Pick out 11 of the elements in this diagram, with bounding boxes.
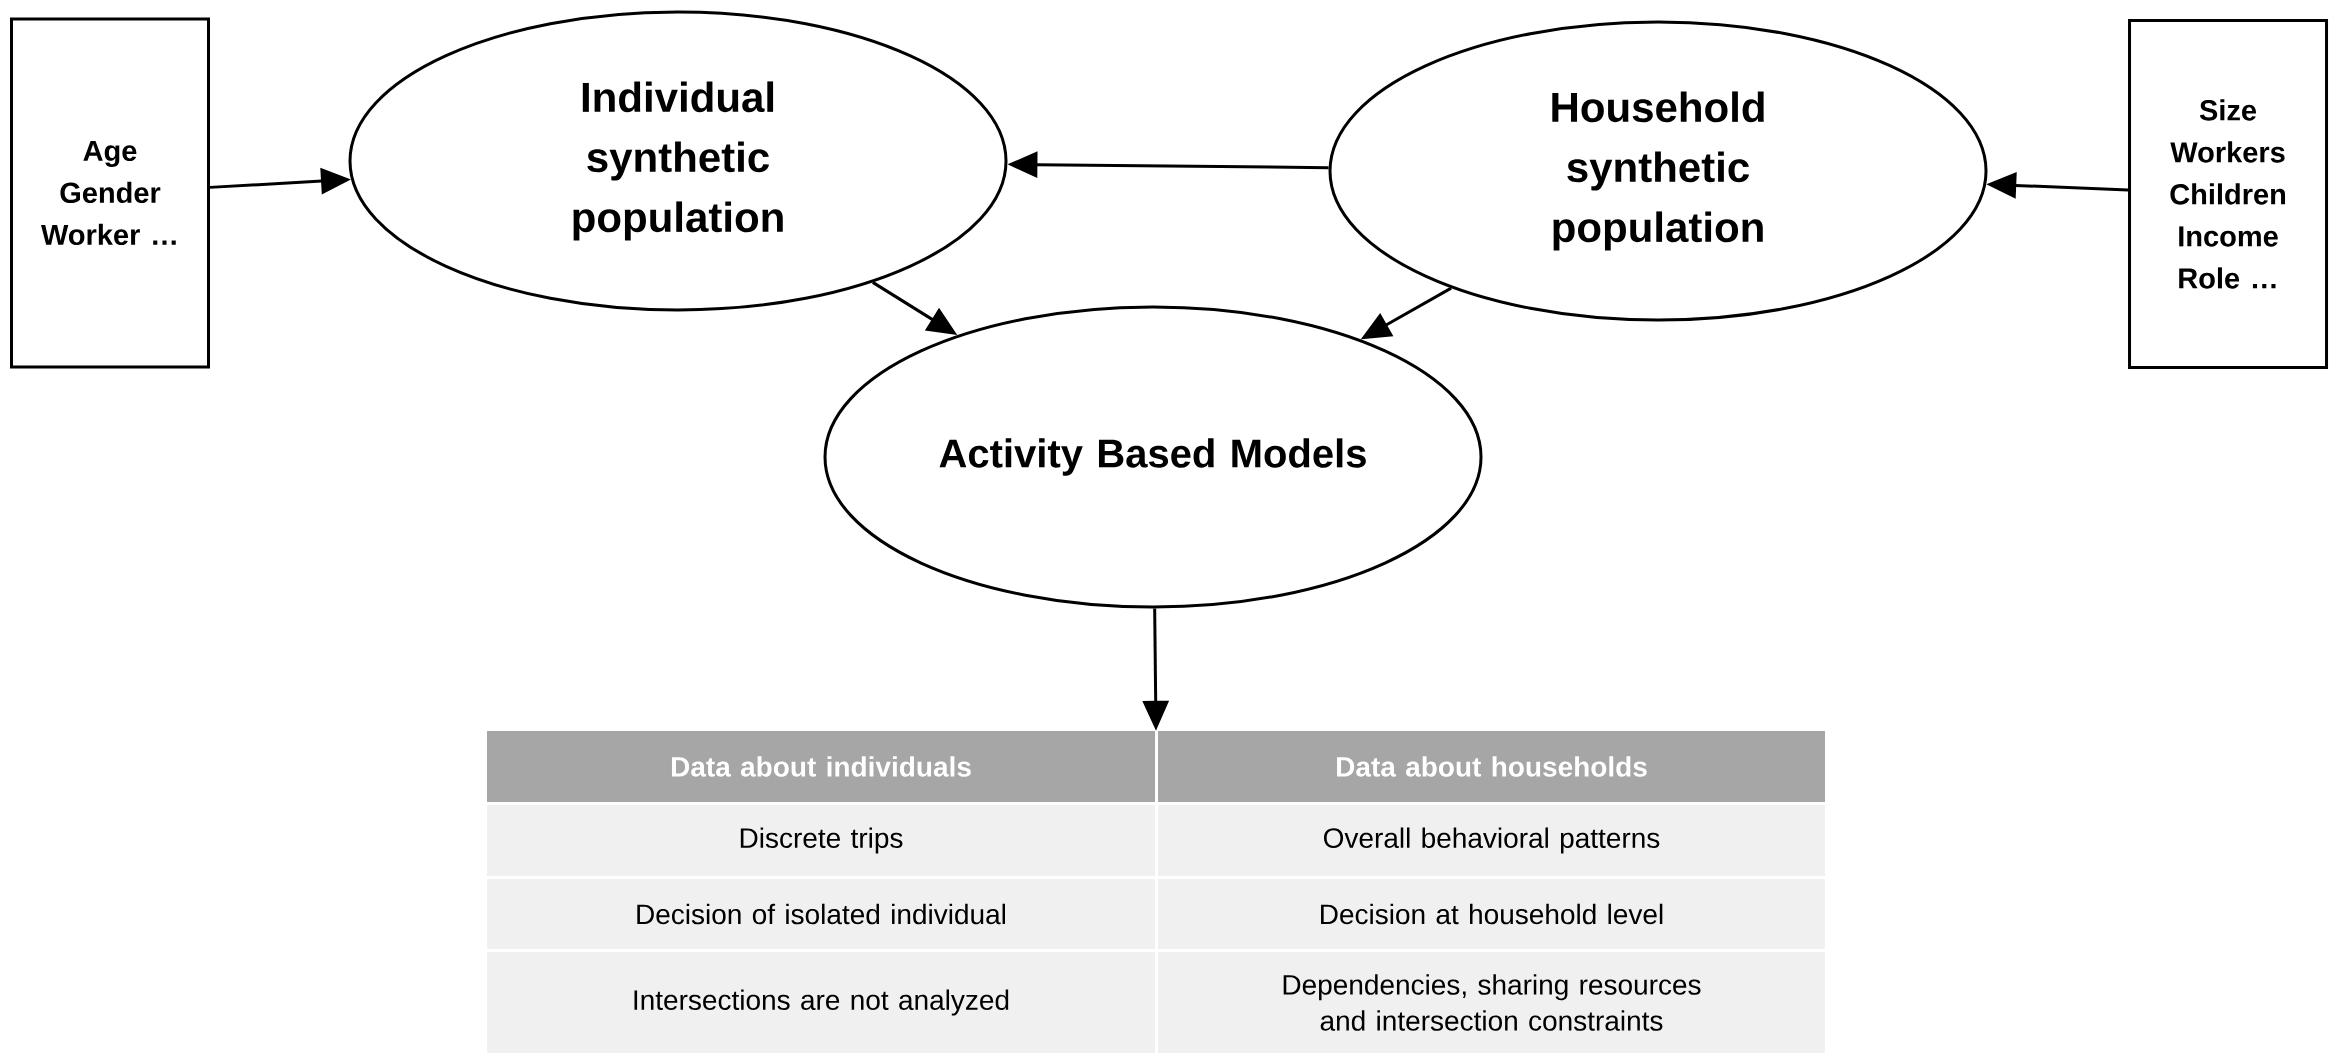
attribute-box: Age Gender Worker … [10, 17, 210, 369]
header-cell: Data about households [1158, 731, 1825, 802]
data-table [487, 731, 1825, 1053]
table-cell: Decision of isolated individual [487, 879, 1155, 949]
table-cell: Decision at household level [1158, 879, 1825, 949]
header-cell: Data about individuals [487, 731, 1155, 802]
attribute-box: Size Workers Children Income Role … [2128, 19, 2329, 369]
table-cell: Discrete trips [487, 805, 1155, 876]
table-cell: Overall behavioral patterns [1158, 805, 1825, 876]
table-cell: Intersections are not analyzed [487, 952, 1155, 1053]
table-cell: Dependencies, sharing resources and intersection constraints [1158, 952, 1825, 1053]
